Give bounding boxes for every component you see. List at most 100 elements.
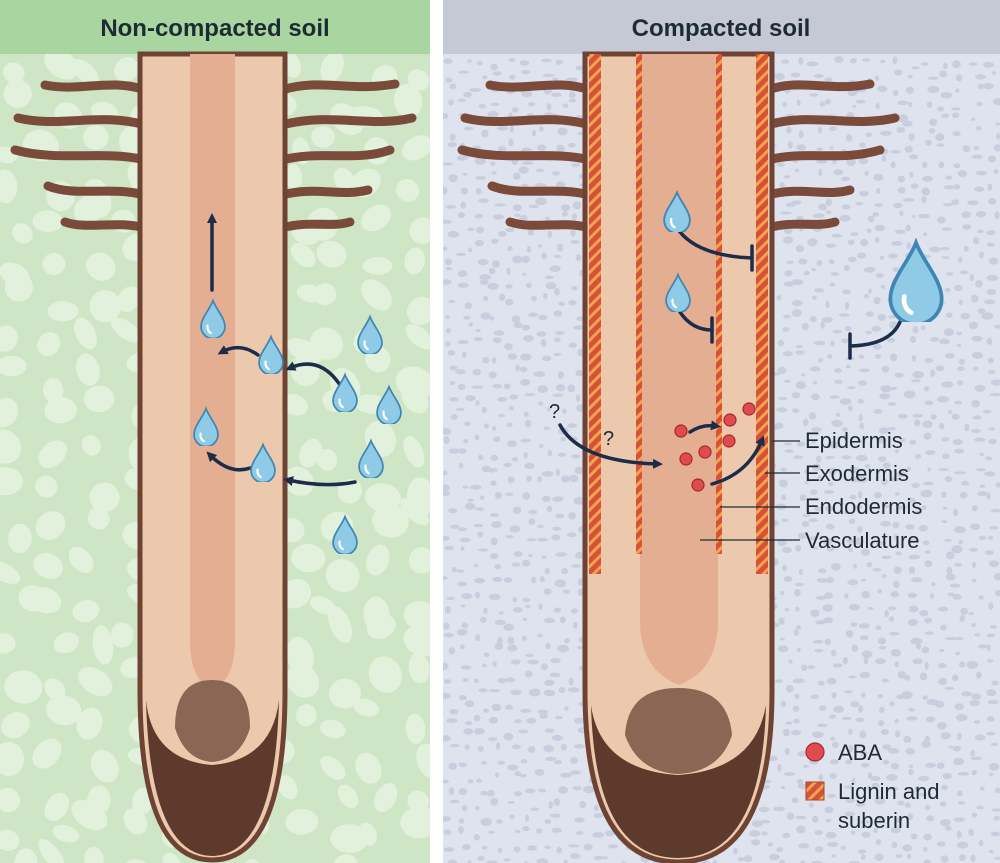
soil-speck	[460, 201, 466, 209]
soil-speck	[777, 366, 787, 375]
soil-speck	[496, 819, 503, 824]
soil-stone	[44, 397, 78, 424]
soil-speck	[488, 267, 496, 275]
soil-speck	[507, 245, 513, 251]
soil-speck	[944, 538, 952, 542]
soil-speck	[546, 103, 552, 111]
soil-speck	[975, 280, 983, 288]
soil-speck	[987, 357, 994, 364]
soil-speck	[903, 197, 915, 202]
soil-speck	[831, 692, 837, 699]
soil-speck	[983, 299, 996, 305]
soil-speck	[780, 467, 787, 472]
soil-speck	[498, 611, 504, 615]
soil-speck	[946, 566, 953, 575]
soil-speck	[971, 578, 977, 583]
soil-stone	[277, 775, 298, 800]
soil-speck	[557, 452, 567, 457]
soil-speck	[494, 642, 504, 650]
soil-speck	[977, 229, 984, 234]
soil-speck	[557, 644, 570, 653]
soil-speck	[781, 59, 790, 64]
soil-speck	[966, 661, 979, 669]
soil-speck	[464, 744, 470, 751]
soil-speck	[583, 843, 593, 851]
soil-speck	[841, 204, 851, 210]
soil-speck	[968, 62, 978, 66]
soil-speck	[449, 397, 459, 402]
soil-speck	[845, 629, 854, 638]
soil-speck	[875, 625, 882, 630]
soil-stone	[0, 325, 18, 352]
soil-speck	[458, 762, 468, 768]
soil-speck	[534, 768, 545, 776]
soil-speck	[514, 770, 522, 777]
soil-speck	[892, 521, 900, 529]
soil-speck	[875, 541, 887, 545]
soil-speck	[477, 745, 484, 752]
soil-speck	[792, 408, 800, 413]
soil-speck	[938, 677, 948, 685]
soil-speck	[777, 339, 785, 347]
soil-speck	[851, 830, 856, 836]
soil-stone	[0, 429, 22, 464]
soil-speck	[490, 454, 499, 461]
soil-speck	[443, 829, 452, 835]
soil-stone	[355, 752, 382, 784]
soil-stone	[311, 126, 335, 148]
soil-speck	[969, 523, 981, 531]
soil-speck	[510, 689, 522, 696]
soil-speck	[877, 588, 883, 594]
soil-speck	[575, 254, 582, 261]
soil-speck	[447, 859, 458, 863]
soil-stone	[81, 435, 101, 456]
soil-speck	[914, 785, 921, 793]
soil-stone	[68, 546, 94, 574]
soil-speck	[888, 786, 899, 791]
soil-speck	[576, 831, 584, 835]
soil-speck	[938, 161, 945, 169]
soil-speck	[802, 418, 809, 427]
soil-speck	[792, 299, 803, 307]
soil-speck	[532, 129, 537, 137]
soil-speck	[467, 227, 475, 231]
soil-speck	[954, 526, 966, 534]
soil-speck	[509, 125, 514, 133]
soil-speck	[929, 593, 935, 600]
soil-speck	[791, 392, 801, 399]
soil-speck	[859, 635, 869, 641]
soil-speck	[593, 813, 604, 818]
soil-speck	[479, 279, 489, 285]
soil-speck	[524, 419, 532, 428]
soil-speck	[522, 272, 527, 276]
soil-speck	[881, 678, 890, 683]
soil-speck	[796, 441, 806, 447]
soil-speck	[474, 805, 480, 811]
soil-speck	[443, 186, 448, 195]
soil-speck	[971, 351, 984, 359]
soil-speck	[959, 614, 966, 623]
soil-speck	[777, 763, 782, 772]
soil-speck	[797, 751, 807, 757]
soil-speck	[941, 491, 947, 498]
soil-speck	[458, 787, 468, 796]
soil-speck	[492, 337, 502, 344]
soil-speck	[490, 102, 500, 107]
soil-speck	[575, 394, 581, 402]
soil-speck	[512, 204, 522, 212]
soil-speck	[910, 379, 922, 383]
soil-speck	[572, 201, 582, 210]
soil-speck	[994, 590, 1000, 597]
soil-speck	[988, 257, 999, 265]
soil-speck	[879, 255, 885, 260]
soil-speck	[895, 854, 903, 859]
soil-speck	[909, 439, 917, 445]
soil-speck	[817, 680, 825, 686]
soil-speck	[560, 436, 566, 442]
soil-speck	[871, 325, 882, 332]
soil-speck	[477, 454, 484, 460]
soil-speck	[528, 101, 536, 107]
soil-speck	[936, 762, 945, 769]
soil-speck	[887, 401, 897, 406]
soil-speck	[568, 98, 577, 103]
